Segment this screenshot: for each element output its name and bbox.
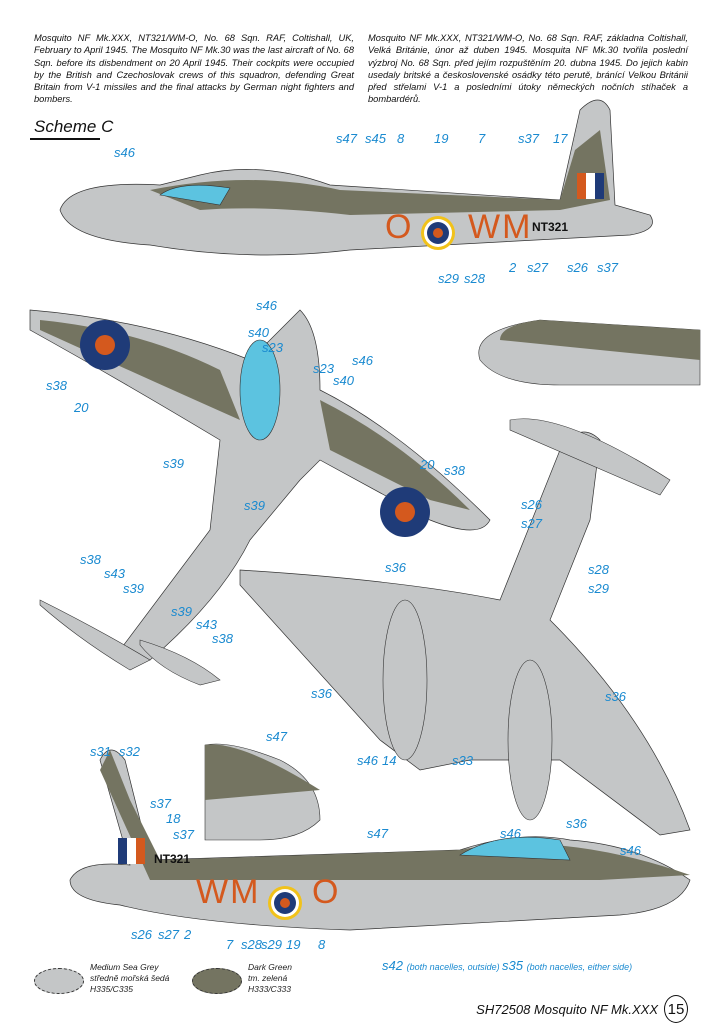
color-swatch — [34, 968, 84, 994]
legend-name-cz: tm. zelená — [248, 973, 288, 983]
note-s35: s35 (both nacelles, either side) — [502, 958, 632, 973]
callout: 20 — [74, 400, 89, 415]
callout: s26 — [131, 927, 152, 942]
callout: s39 — [244, 498, 265, 513]
side-view-top — [59, 99, 653, 256]
callout: s36 — [311, 686, 332, 701]
legend-name-cz: středně mořská šedá — [90, 973, 170, 983]
callout: 8 — [397, 131, 405, 146]
callout: 18 — [166, 811, 181, 826]
code-letter-o: O — [385, 208, 414, 246]
under-view — [239, 418, 691, 836]
code-letters-wm-bottom: WM — [196, 873, 261, 911]
scheme-underline — [30, 138, 100, 140]
callout: s46 — [114, 145, 135, 160]
callout: s46 — [500, 826, 521, 841]
footer: SH72508 Mosquito NF Mk.XXX 15 — [476, 995, 688, 1023]
note-text: (both nacelles, either side) — [526, 962, 633, 972]
legend-code: H333/C333 — [248, 984, 292, 994]
description-english: Mosquito NF Mk.XXX, NT321/WM-O, No. 68 S… — [34, 33, 354, 105]
callout: s31 — [90, 744, 111, 759]
code-letter-o-bottom: O — [312, 873, 341, 911]
callout: s29 — [438, 271, 459, 286]
callout: s36 — [566, 816, 587, 831]
callout: s39 — [163, 456, 184, 471]
nose-detail — [478, 319, 701, 386]
callout: s36 — [605, 689, 626, 704]
callout: s27 — [527, 260, 548, 275]
callout: s36 — [385, 560, 406, 575]
callout: s28 — [241, 937, 262, 952]
callout: 19 — [434, 131, 449, 146]
callout: s38 — [46, 378, 67, 393]
callout: s39 — [171, 604, 192, 619]
callout: 19 — [286, 937, 301, 952]
code-letters-wm: WM — [468, 208, 533, 246]
legend-code: H335/C335 — [90, 984, 134, 994]
callout: 14 — [382, 753, 397, 768]
color-swatch — [192, 968, 242, 994]
callout: 2 — [184, 927, 192, 942]
scheme-title: Scheme C — [34, 117, 114, 136]
note-code: s35 — [502, 958, 523, 973]
callout: s40 — [248, 325, 269, 340]
serial-bottom: NT321 — [154, 852, 191, 866]
callout: s47 — [336, 131, 357, 146]
side-view-bottom — [69, 749, 691, 931]
callout: s37 — [518, 131, 539, 146]
footer-title: SH72508 Mosquito NF Mk.XXX — [476, 1001, 658, 1017]
callout: s32 — [119, 744, 140, 759]
callout: s23 — [262, 340, 283, 355]
callout: s47 — [266, 729, 287, 744]
description-czech: Mosquito NF Mk.XXX, NT321/WM-O, No. 68 S… — [368, 33, 688, 105]
callout: s26 — [521, 497, 542, 512]
legend-medium-sea-grey: Medium Sea Grey středně mořská šedá H335… — [34, 962, 169, 995]
callout: s47 — [367, 826, 388, 841]
page-number: 15 — [664, 995, 688, 1023]
callout: s46 — [256, 298, 277, 313]
callout: s33 — [452, 753, 473, 768]
callout: s38 — [80, 552, 101, 567]
callout: s43 — [196, 617, 217, 632]
note-s42: s42 (both nacelles, outside) — [382, 958, 500, 973]
callout: s29 — [588, 581, 609, 596]
callout: 8 — [318, 937, 326, 952]
callout: s28 — [588, 562, 609, 577]
upper-view — [29, 309, 491, 686]
callout: s26 — [567, 260, 588, 275]
callout: s23 — [313, 361, 334, 376]
callout: s27 — [158, 927, 179, 942]
legend-dark-green: Dark Green tm. zelená H333/C333 — [192, 962, 292, 995]
callout: 20 — [420, 457, 435, 472]
legend-name: Dark Green — [248, 962, 292, 972]
callout: 7 — [478, 131, 486, 146]
callout: s28 — [464, 271, 485, 286]
note-text: (both nacelles, outside) — [406, 962, 500, 972]
callout: 17 — [553, 131, 568, 146]
callout: s27 — [521, 516, 542, 531]
cockpit-detail — [204, 743, 321, 841]
serial-top: NT321 — [532, 220, 569, 234]
callout: s45 — [365, 131, 386, 146]
callout: s38 — [444, 463, 465, 478]
callout: s43 — [104, 566, 125, 581]
callout: s46 — [357, 753, 378, 768]
callout: s29 — [261, 937, 282, 952]
callout: s37 — [150, 796, 171, 811]
callout: s39 — [123, 581, 144, 596]
legend-name: Medium Sea Grey — [90, 962, 159, 972]
callout: s38 — [212, 631, 233, 646]
callout: s37 — [173, 827, 194, 842]
callout: s37 — [597, 260, 618, 275]
callout: s46 — [620, 843, 641, 858]
callout: s40 — [333, 373, 354, 388]
callout: 7 — [226, 937, 234, 952]
callout: 2 — [509, 260, 517, 275]
callout: s46 — [352, 353, 373, 368]
note-code: s42 — [382, 958, 403, 973]
